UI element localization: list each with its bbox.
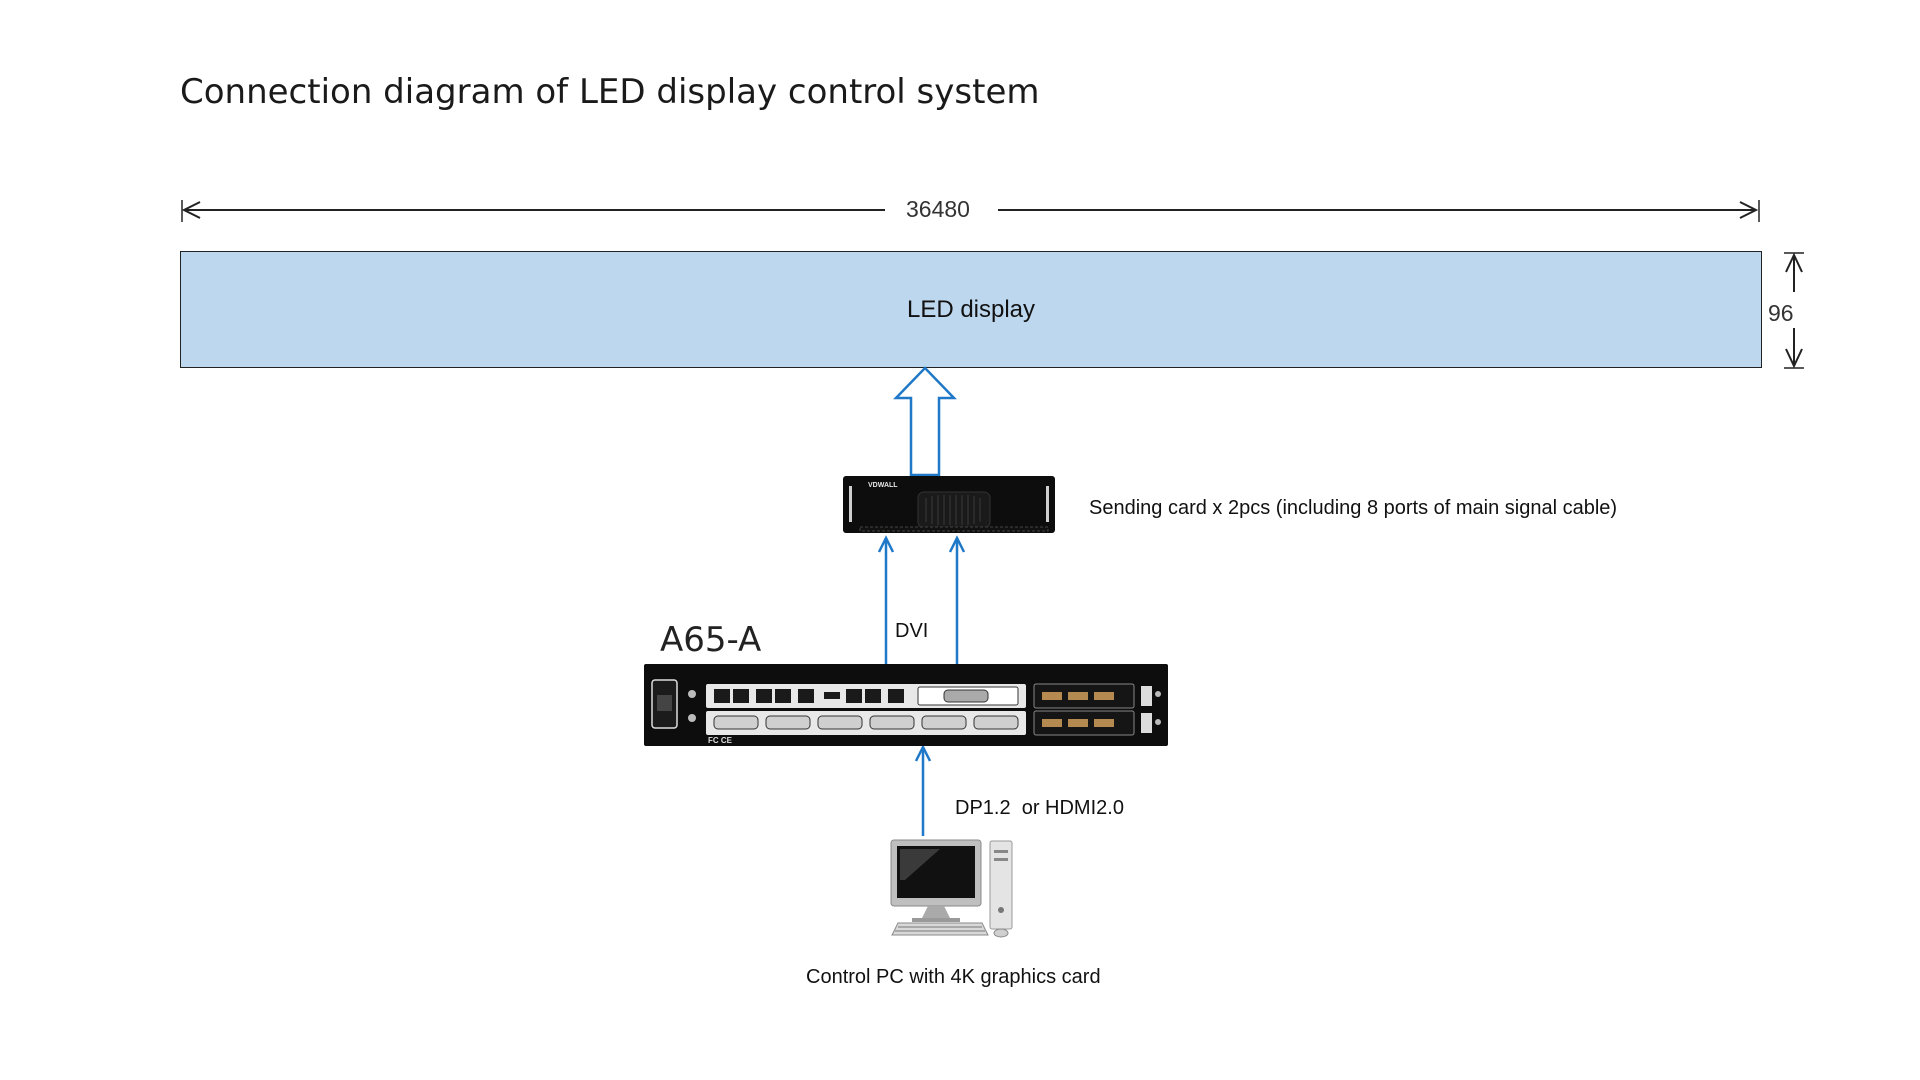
led-display-label: LED display	[906, 296, 1036, 323]
a65-a-processor: FC CE	[644, 664, 1168, 746]
sending-card-label: Sending card x 2pcs (including 8 ports o…	[1089, 497, 1618, 519]
height-dimension-label: 96	[1768, 300, 1794, 327]
led-display-panel: LED display	[180, 251, 1762, 368]
width-dimension-label: 36480	[890, 196, 986, 223]
sending-card-device: VDWALL	[843, 476, 1055, 533]
signal-hollow-arrow	[893, 366, 957, 477]
processor-name-label: A65-A	[660, 620, 762, 660]
control-pc-icon	[890, 839, 1013, 938]
dp-hdmi-connection-label: DP1.2 or HDMI2.0	[955, 797, 1124, 819]
dvi-connection-label: DVI	[895, 620, 929, 642]
control-pc-label: Control PC with 4K graphics card	[806, 966, 1101, 988]
processor-cert-marks: FC CE	[708, 736, 733, 745]
sending-card-brand: VDWALL	[868, 482, 898, 489]
diagram-title: Connection diagram of LED display contro…	[180, 72, 1040, 112]
